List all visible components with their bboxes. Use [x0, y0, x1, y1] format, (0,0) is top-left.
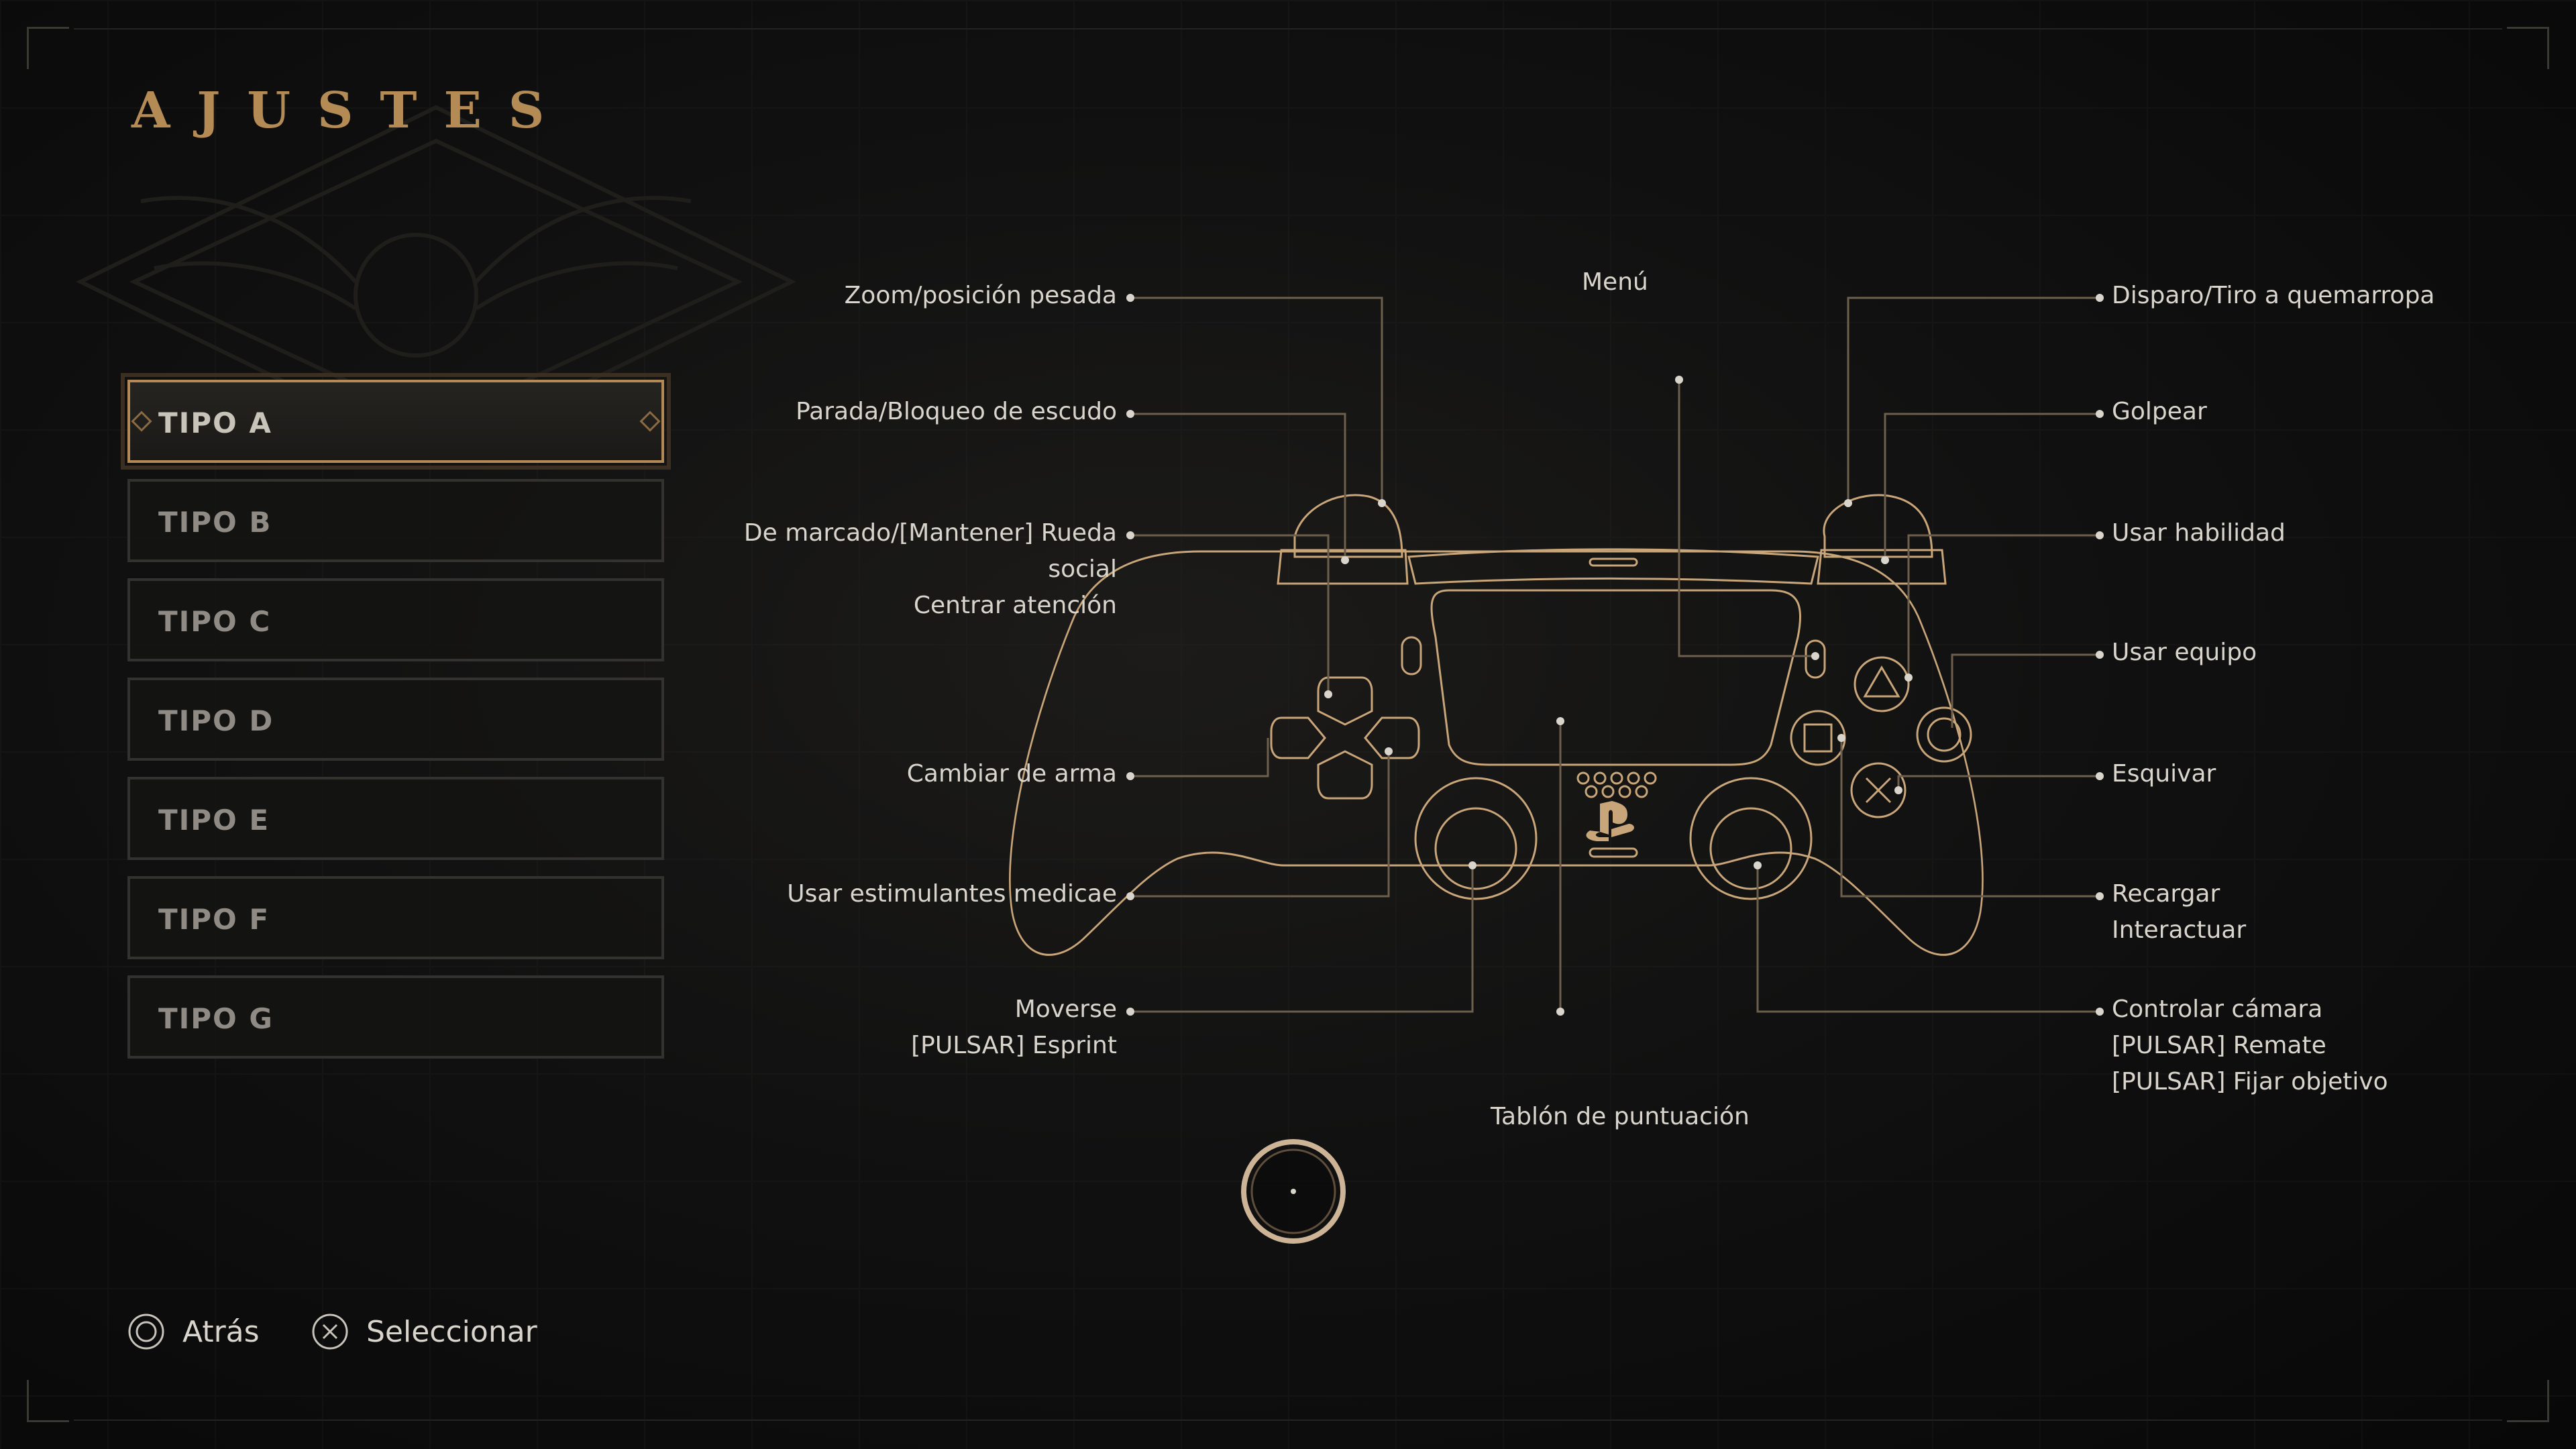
- l2-trigger: [1293, 494, 1403, 558]
- r2-trigger: [1823, 494, 1933, 558]
- cross-button-icon: [312, 1313, 348, 1350]
- l1-bumper: [1277, 549, 1409, 585]
- callout-l2: Zoom/posición pesada: [844, 282, 1117, 309]
- callout-cross: Esquivar: [2112, 760, 2216, 788]
- layout-list: TIPO A TIPO B TIPO C TIPO D TIPO E TIPO …: [121, 373, 671, 1075]
- circle-symbol: [1927, 717, 1962, 752]
- callout-touchpad: Tablón de puntuación: [1491, 1103, 1750, 1130]
- triangle-symbol: [1863, 665, 1900, 698]
- r1-bumper: [1817, 549, 1947, 585]
- callout-options: Menú: [1582, 268, 1648, 296]
- layout-option-tipo-b[interactable]: TIPO B: [127, 479, 664, 562]
- layout-option-tipo-c[interactable]: TIPO C: [127, 578, 664, 661]
- touchpad: [1430, 589, 1802, 766]
- dpad-up: [1317, 676, 1373, 726]
- cursor-reticle-icon: [1241, 1139, 1346, 1244]
- right-stick: [1709, 807, 1792, 890]
- frame-line-top: [74, 28, 2502, 30]
- layout-option-label: TIPO F: [158, 903, 270, 936]
- layout-option-tipo-a[interactable]: TIPO A: [121, 373, 671, 470]
- frame-line-bottom: [74, 1419, 2502, 1421]
- callout-r1: Golpear: [2112, 398, 2207, 425]
- right-stick-outer: [1689, 777, 1813, 900]
- create-button: [1401, 636, 1422, 676]
- layout-option-label: TIPO G: [158, 1002, 274, 1035]
- callout-r2: Disparo/Tiro a quemarropa: [2112, 282, 2435, 309]
- mute-button: [1589, 847, 1638, 858]
- circle-button-icon: [128, 1313, 164, 1350]
- callout-dpad-side: Cambiar de arma: [906, 760, 1117, 788]
- layout-option-label: TIPO A: [158, 407, 272, 439]
- ps-logo-icon: [1586, 801, 1634, 841]
- page-title: AJUSTES: [131, 82, 572, 140]
- layout-option-tipo-e[interactable]: TIPO E: [127, 777, 664, 860]
- dpad-down: [1317, 750, 1373, 800]
- layout-option-tipo-d[interactable]: TIPO D: [127, 678, 664, 761]
- square-symbol: [1803, 723, 1833, 753]
- mic-holes: [1576, 771, 1657, 798]
- options-button: [1805, 639, 1826, 679]
- light-bar: [1407, 548, 1819, 585]
- callout-dpad-down: Usar estimulantes medicae: [787, 880, 1117, 908]
- dpad-right: [1364, 716, 1420, 759]
- triangle-button: [1854, 656, 1910, 712]
- frame-corner-bottom-left: [27, 1380, 69, 1422]
- speaker-slot: [1589, 557, 1638, 567]
- layout-option-label: TIPO D: [158, 704, 274, 737]
- callout-dpad-up: De marcado/[Mantener] Rueda social Centr…: [743, 519, 1117, 619]
- back-prompt[interactable]: Atrás: [127, 1308, 260, 1355]
- frame-corner-top-right: [2507, 27, 2549, 69]
- frame-corner-top-left: [27, 27, 69, 69]
- dpad-left: [1270, 716, 1326, 759]
- left-stick: [1434, 807, 1517, 890]
- layout-option-label: TIPO B: [158, 506, 272, 539]
- layout-option-tipo-f[interactable]: TIPO F: [127, 876, 664, 959]
- controller-body: [1009, 550, 1984, 956]
- select-prompt[interactable]: Seleccionar: [311, 1308, 537, 1355]
- layout-option-tipo-g[interactable]: TIPO G: [127, 975, 664, 1059]
- back-label: Atrás: [182, 1314, 260, 1349]
- callout-triangle: Usar habilidad: [2112, 519, 2286, 547]
- cross-symbol: [1865, 777, 1892, 804]
- aquila-emblem-icon: [76, 105, 796, 429]
- select-label: Seleccionar: [366, 1314, 537, 1349]
- callout-circle: Usar equipo: [2112, 639, 2257, 666]
- layout-option-label: TIPO C: [158, 605, 272, 638]
- callout-left-stick: Moverse [PULSAR] Esprint: [911, 996, 1117, 1059]
- callout-l1: Parada/Bloqueo de escudo: [796, 398, 1117, 425]
- callout-right-stick: Controlar cámara [PULSAR] Remate [PULSAR…: [2112, 996, 2388, 1095]
- square-button: [1790, 710, 1846, 766]
- cross-button: [1850, 762, 1907, 818]
- left-stick-outer: [1414, 777, 1538, 900]
- frame-corner-bottom-right: [2507, 1380, 2549, 1422]
- circle-button: [1916, 706, 1972, 763]
- callout-square: Recargar Interactuar: [2112, 880, 2247, 944]
- layout-option-label: TIPO E: [158, 804, 270, 837]
